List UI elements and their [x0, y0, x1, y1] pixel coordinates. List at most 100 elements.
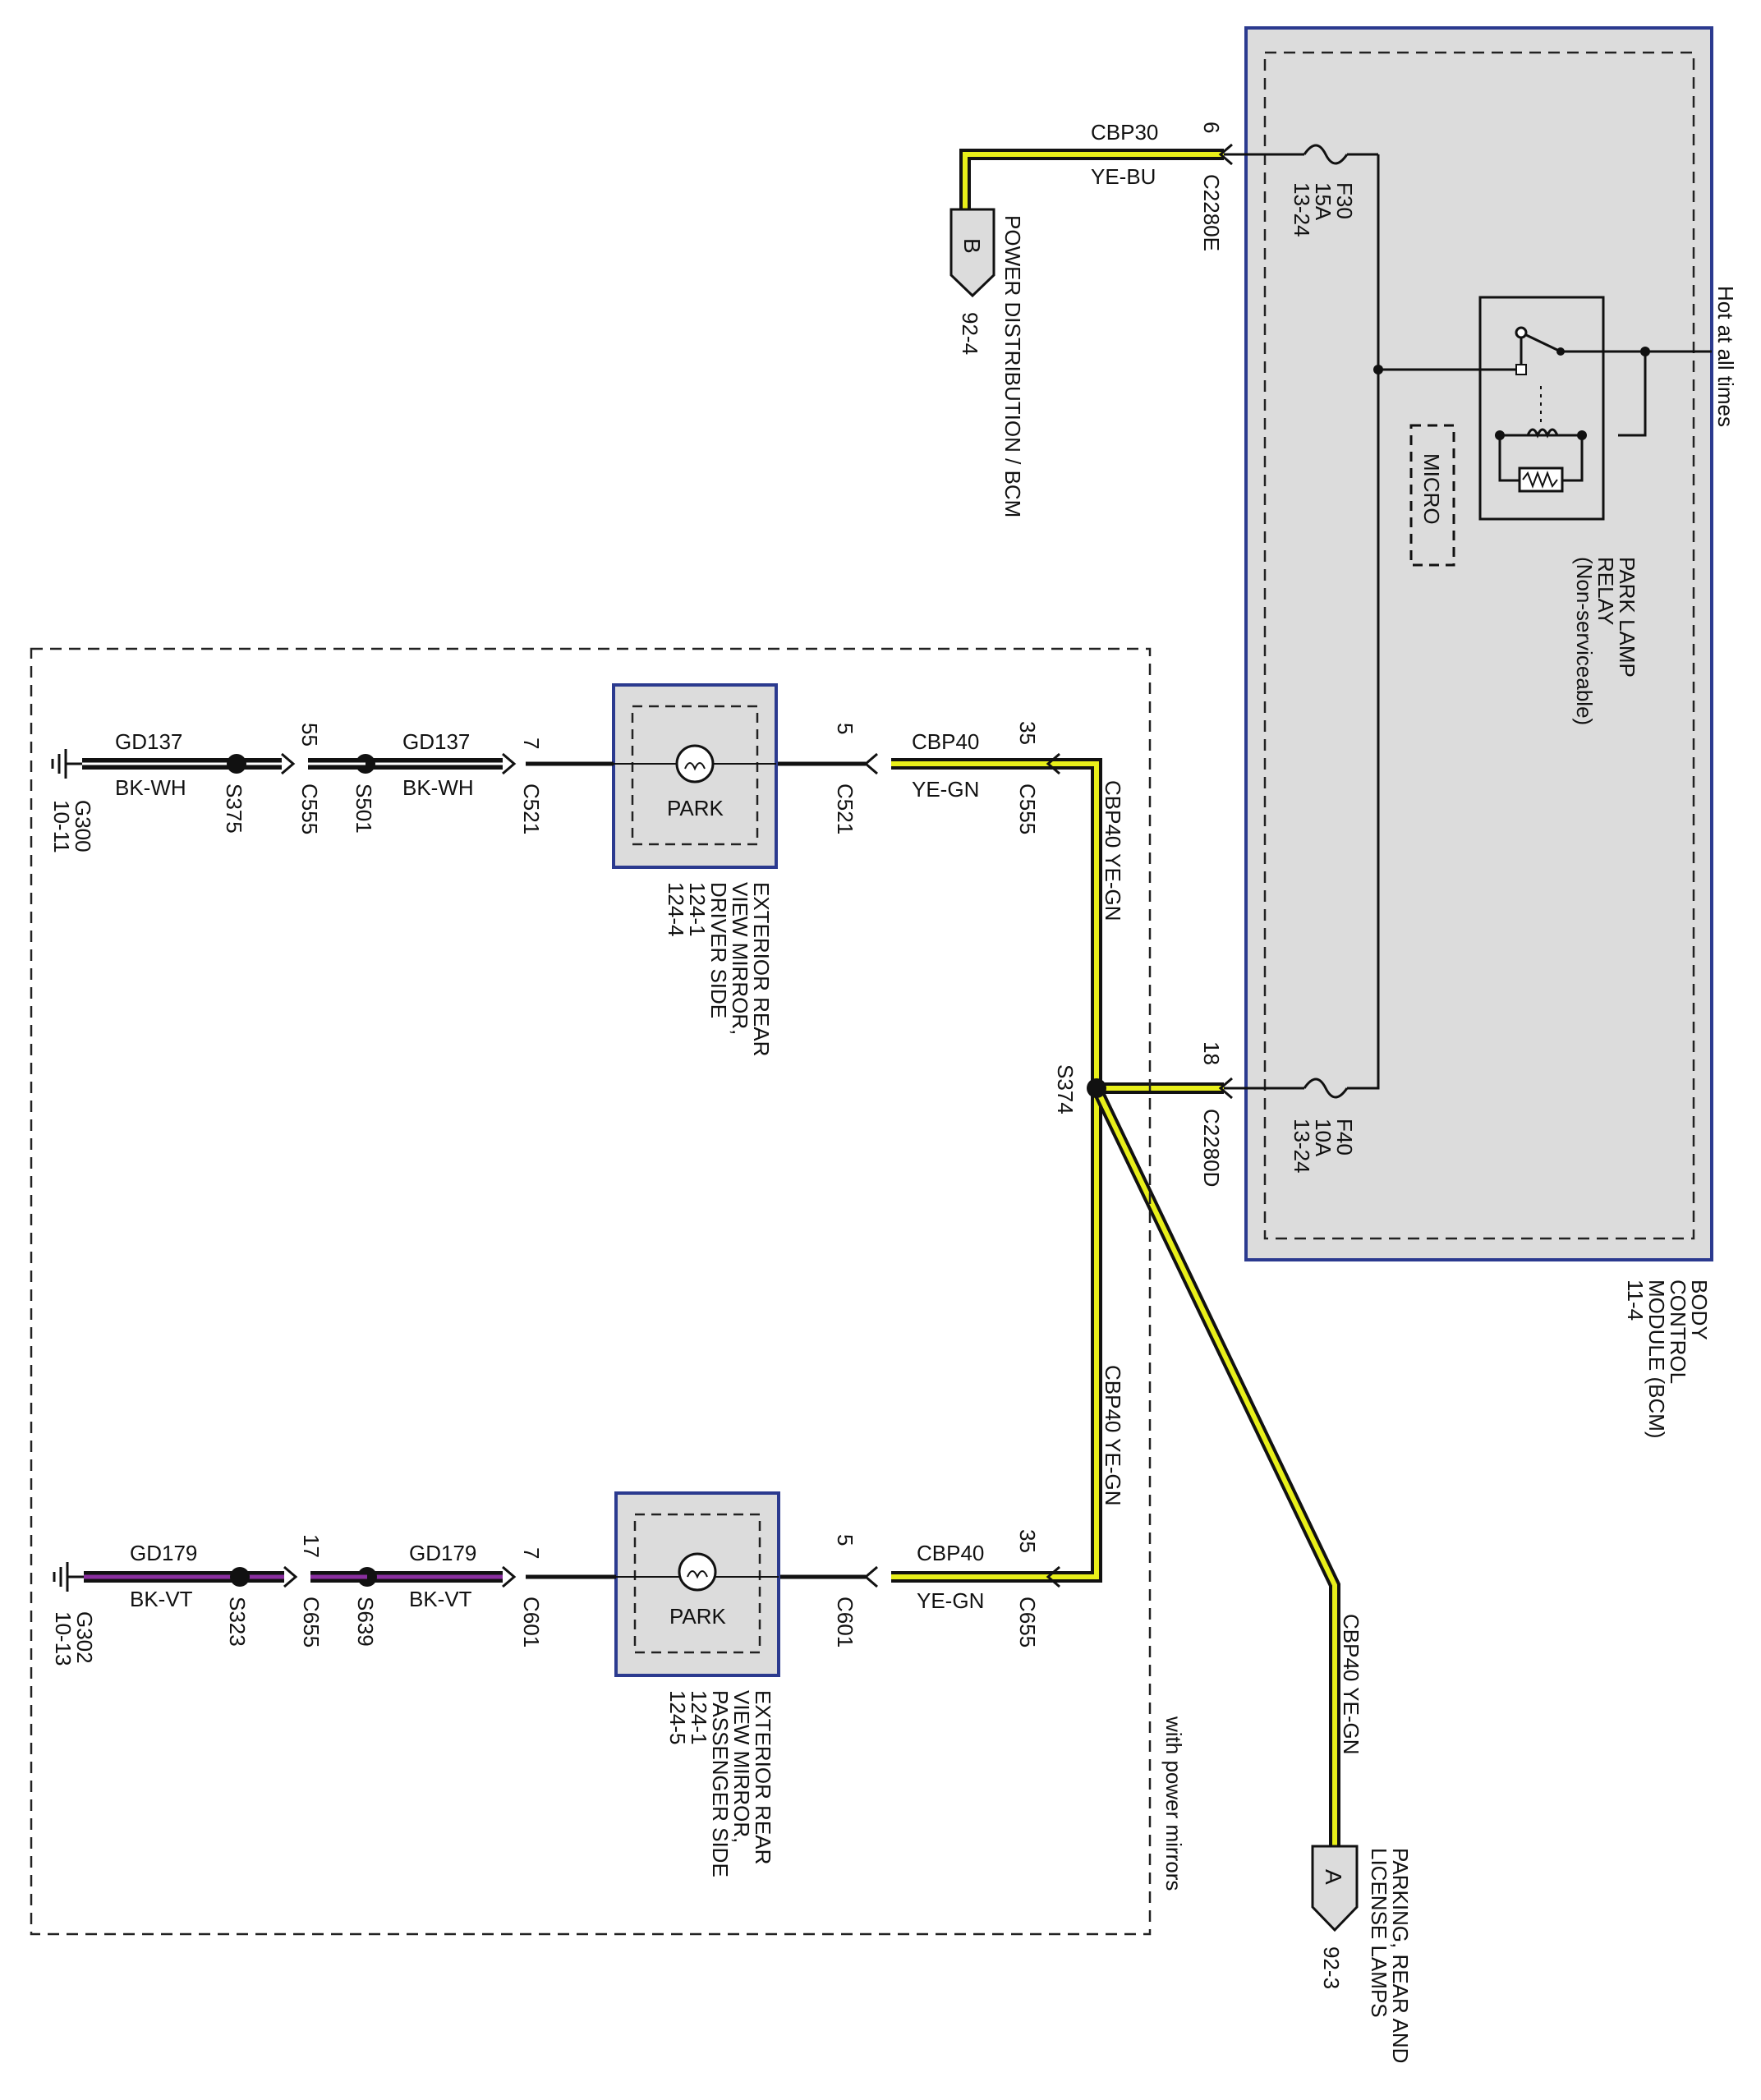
- ground-label: G302: [72, 1611, 97, 1664]
- bcm-name-line: BODY: [1687, 1280, 1712, 1340]
- connector-icon: [1218, 1077, 1233, 1100]
- pin-label: 35: [1015, 721, 1040, 745]
- pin-label: 35: [1015, 1529, 1040, 1553]
- wire-label: GD179: [409, 1541, 476, 1565]
- connector-label: C655: [1015, 1597, 1040, 1647]
- pin-label: 7: [519, 1547, 544, 1559]
- bus-junction-dot: [1373, 365, 1383, 375]
- pin-label: 17: [299, 1534, 324, 1558]
- pin-label: 6: [1199, 122, 1224, 133]
- offpage-name: POWER DISTRIBUTION / BCM: [1000, 215, 1025, 517]
- pin-label: 18: [1199, 1041, 1224, 1065]
- pin-label: 5: [833, 1534, 858, 1546]
- circuit-f40-out: 18 C2280D: [1097, 1041, 1304, 1187]
- mirror-name-line: 124-4: [664, 882, 688, 937]
- circuit-cbp30: CBP30 YE-BU 6 C2280E: [959, 120, 1304, 251]
- bulb-icon: [678, 1552, 717, 1592]
- mirror-name-line: VIEW MIRROR,: [728, 882, 752, 1035]
- lamp-label: PARK: [667, 796, 724, 820]
- offpage-letter: A: [1321, 1869, 1346, 1885]
- fuse-f40-ref: 13-24: [1290, 1119, 1314, 1174]
- connector-label: C555: [297, 783, 322, 834]
- ground-icon: [53, 1562, 84, 1592]
- driver-mirror-circuit: 35 C555 CBP40 YE-GN 5 C521 PARK EXTERIOR…: [49, 683, 1060, 1056]
- hot-at-all-times-label: Hot at all times: [1713, 286, 1738, 427]
- splice-label: S501: [352, 783, 376, 834]
- offpage-name-line: LICENSE LAMPS: [1367, 1848, 1391, 2018]
- wire-label: CBP40 YE-GN: [1101, 780, 1125, 921]
- fuse-f40-label: F40: [1332, 1119, 1357, 1156]
- wire-color-label: BK-VT: [409, 1587, 472, 1611]
- ground-ref: 10-11: [49, 800, 74, 853]
- micro-controller: MICRO: [1409, 424, 1455, 567]
- wire-color-label: BK-VT: [130, 1587, 193, 1611]
- wire-label: GD137: [402, 729, 470, 754]
- connector-label: C601: [833, 1597, 858, 1647]
- connector-label: C521: [519, 783, 544, 834]
- fuse-f40: F40 10A 13-24: [1290, 1078, 1357, 1174]
- park-lamp-relay: PARK LAMP RELAY (Non-serviceable): [1478, 296, 1639, 725]
- bcm-name-line: MODULE (BCM): [1644, 1280, 1669, 1439]
- bus-junction-dot: [1640, 347, 1650, 356]
- wire-color-label: YE-GN: [912, 777, 979, 802]
- mirror-name-line: 124-1: [687, 1690, 711, 1745]
- wire-color-label: BK-WH: [402, 775, 474, 800]
- fuse-f30-rating: 15A: [1311, 182, 1336, 221]
- fuse-f40-rating: 10A: [1311, 1119, 1336, 1157]
- relay-label-line: PARK LAMP: [1615, 557, 1639, 678]
- offpage-letter: B: [959, 238, 985, 254]
- wire-label: GD137: [115, 729, 182, 754]
- pin-label: 55: [297, 723, 322, 747]
- wire-color-label: YE-BU: [1091, 164, 1156, 189]
- bcm-inner-dashed: [1263, 51, 1695, 1240]
- fuse-f30-ref: 13-24: [1290, 182, 1314, 237]
- ground-ref: 10-13: [51, 1611, 76, 1666]
- mirror-name-line: VIEW MIRROR,: [729, 1690, 754, 1843]
- connector-icon: [863, 752, 878, 775]
- connector-icon: [283, 1565, 298, 1588]
- offpage-name-line: PARKING, REAR AND: [1388, 1848, 1413, 2063]
- connector-icon: [502, 752, 517, 775]
- offpage-ref: 92-3: [1319, 1946, 1344, 1989]
- connector-icon: [1046, 1565, 1060, 1588]
- relay-resistor-icon: [1522, 471, 1558, 489]
- connector-icon: [1046, 752, 1060, 775]
- body-control-module: [1244, 26, 1713, 1261]
- splice-label: S639: [353, 1597, 378, 1647]
- bcm-name: BODY CONTROL MODULE (BCM) 11-4: [1623, 1280, 1712, 1439]
- wire-color-label: YE-GN: [917, 1588, 984, 1613]
- relay-box: [1478, 296, 1605, 521]
- fuse-icon: [1303, 1078, 1349, 1099]
- battery-feed: Hot at all times: [1694, 286, 1738, 427]
- mirror-name-line: EXTERIOR REAR: [751, 1690, 775, 1864]
- mirror-name-line: 124-1: [685, 882, 710, 937]
- wire-label: CBP40: [912, 729, 979, 754]
- bulb-icon: [675, 744, 715, 783]
- mirror-name-line: DRIVER SIDE: [706, 882, 731, 1018]
- mirror-name-line: 124-5: [665, 1690, 690, 1745]
- splice-label: S323: [225, 1597, 250, 1647]
- fuse-f30: F30 15A 13-24: [1290, 144, 1357, 237]
- option-note: with power mirrors: [1161, 1716, 1186, 1891]
- lamp-label: PARK: [669, 1604, 727, 1629]
- wire-label: CBP40 YE-GN: [1339, 1614, 1363, 1754]
- wire-color-label: BK-WH: [115, 775, 186, 800]
- fuse-f30-label: F30: [1332, 182, 1357, 219]
- splice-s323: [230, 1567, 250, 1587]
- mirror-name-line: PASSENGER SIDE: [708, 1690, 733, 1877]
- mirror-name-line: EXTERIOR REAR: [749, 882, 774, 1056]
- splice-s374: [1087, 1078, 1106, 1098]
- micro-label: MICRO: [1419, 453, 1444, 525]
- relay-coil-icon: [1526, 428, 1559, 439]
- offpage-ref-a: A 92-3 PARKING, REAR AND LICENSE LAMPS: [1311, 1845, 1413, 2063]
- ground-label: G300: [71, 800, 95, 852]
- wire-label: CBP40: [917, 1541, 984, 1565]
- relay-label-line: RELAY: [1593, 557, 1618, 625]
- connector-label: C2280E: [1199, 174, 1224, 251]
- connector-icon: [281, 752, 296, 775]
- splice-label: S375: [222, 783, 246, 834]
- splice-label: S374: [1053, 1064, 1078, 1114]
- power-mirrors-option-box: [30, 647, 1152, 1936]
- fuse-icon: [1303, 144, 1349, 165]
- connector-label: C601: [519, 1597, 544, 1647]
